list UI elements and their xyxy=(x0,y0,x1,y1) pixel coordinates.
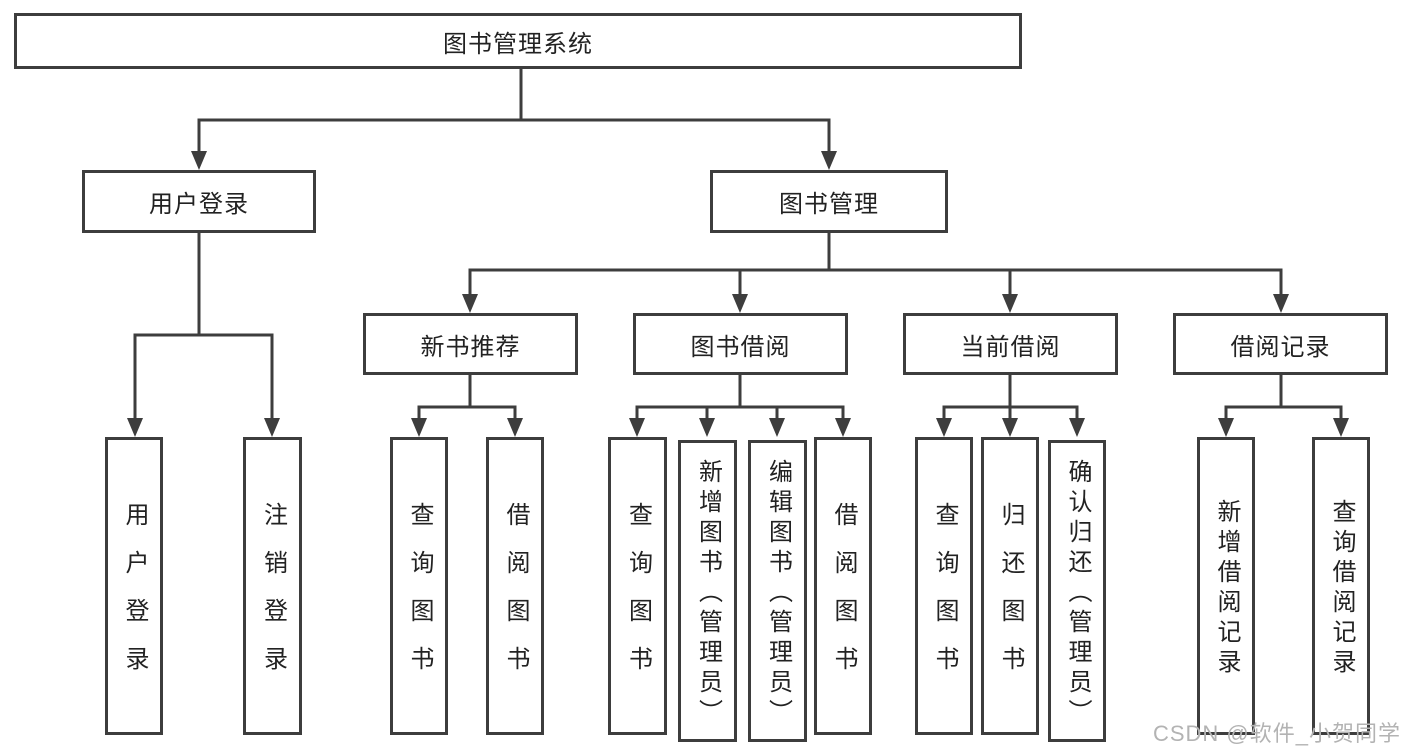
node-label: 注销登录 xyxy=(259,502,287,694)
node-label: 图书管理系统 xyxy=(443,30,593,58)
leaf-add-book-admin: 新增图书（管理员） xyxy=(678,440,737,742)
node-label: 借阅图书 xyxy=(502,502,529,694)
node-label: 用户登录 xyxy=(121,502,148,694)
node-borrow-records: 借阅记录 xyxy=(1173,313,1388,375)
connector-borrow-records-children xyxy=(1218,373,1349,437)
leaf-edit-book-admin: 编辑图书（管理员） xyxy=(748,440,807,742)
leaf-query-borrow-record: 查询借阅记录 xyxy=(1312,437,1370,735)
node-label: 查询图书 xyxy=(406,502,433,694)
leaf-return-book: 归还图书 xyxy=(981,437,1039,735)
node-label: 查询借阅记录 xyxy=(1328,499,1355,679)
leaf-query-book-recommend: 查询图书 xyxy=(390,437,448,735)
node-label: 新书推荐 xyxy=(420,333,521,361)
leaf-confirm-return-admin: 确认归还（管理员） xyxy=(1048,440,1106,742)
leaf-borrow-book: 借阅图书 xyxy=(814,437,872,735)
connector-user-login-children xyxy=(127,231,280,437)
connector-book-mgmt-children xyxy=(462,231,1289,313)
node-label: 借阅图书 xyxy=(830,502,857,694)
connector-new-book-rec-children xyxy=(411,373,523,437)
node-label: 当前借阅 xyxy=(960,333,1061,361)
leaf-logout: 注销登录 xyxy=(243,437,302,735)
node-label: 图书借阅 xyxy=(690,333,791,361)
node-label: 确认归还（管理员） xyxy=(1064,459,1091,729)
node-label: 归还图书 xyxy=(997,502,1024,694)
leaf-borrow-book-recommend: 借阅图书 xyxy=(486,437,544,735)
connector-root-to-level2 xyxy=(191,67,837,170)
connector-current-borrow-children xyxy=(936,373,1085,437)
node-current-borrow: 当前借阅 xyxy=(903,313,1118,375)
node-label: 新增借阅记录 xyxy=(1213,499,1240,679)
node-label: 编辑图书（管理员） xyxy=(764,459,792,729)
node-user-login: 用户登录 xyxy=(82,170,316,233)
node-book-borrow: 图书借阅 xyxy=(633,313,848,375)
node-book-management: 图书管理 xyxy=(710,170,948,233)
csdn-watermark: CSDN @软件_小贺同学 xyxy=(1152,721,1401,746)
node-new-book-recommend: 新书推荐 xyxy=(363,313,578,375)
leaf-query-book-current: 查询图书 xyxy=(915,437,973,735)
node-label: 查询图书 xyxy=(624,502,652,694)
node-library-system: 图书管理系统 xyxy=(14,13,1022,69)
node-label: 新增图书（管理员） xyxy=(694,459,722,729)
node-label: 查询图书 xyxy=(931,502,958,694)
connector-book-borrow-children xyxy=(629,373,851,437)
node-label: 借阅记录 xyxy=(1230,333,1331,361)
leaf-query-book-borrow: 查询图书 xyxy=(608,437,667,735)
node-label: 用户登录 xyxy=(149,191,249,218)
leaf-user-login: 用户登录 xyxy=(105,437,163,735)
leaf-add-borrow-record: 新增借阅记录 xyxy=(1197,437,1255,735)
node-label: 图书管理 xyxy=(779,191,879,218)
